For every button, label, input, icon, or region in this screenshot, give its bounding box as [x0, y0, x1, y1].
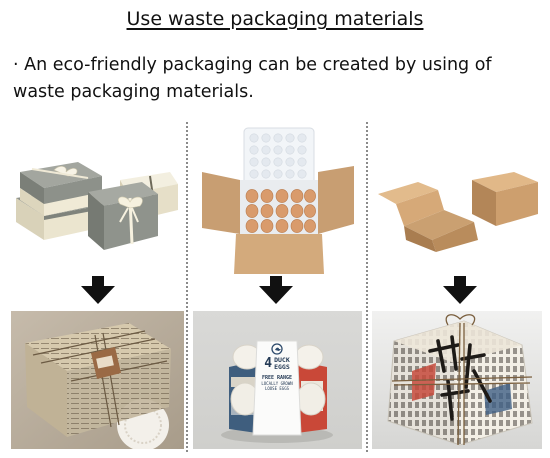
egg-label-line3: LOOSE EGGS: [264, 386, 290, 391]
egg-tray-image: [202, 127, 354, 274]
down-arrow-icon: [259, 276, 293, 304]
title-text: Use waste packaging materials: [126, 8, 424, 30]
wrapped-box: [25, 323, 171, 437]
egg-count: 4: [264, 356, 273, 371]
down-arrow-icon: [81, 276, 115, 304]
gift-box-stack: [16, 162, 108, 240]
egg-word-duck: DUCK: [274, 356, 290, 364]
egg-label-line2: LOCALLY GROWN: [261, 381, 293, 386]
column-divider-right: [366, 122, 368, 452]
wrapped-bundle: [387, 314, 533, 446]
newspaper-wrapped-box-image: [11, 311, 184, 449]
kraft-boxes-image: [378, 172, 538, 252]
egg-pack-image: [221, 340, 333, 443]
egg-label: [252, 340, 302, 436]
kraft-box-closed: [472, 172, 538, 226]
gift-boxes-image: [16, 162, 178, 250]
down-arrow-icon: [443, 276, 477, 304]
eggs: [245, 189, 316, 233]
egg-label-text: 4 DUCK EGGS FREE RANGE LOCALLY GROWN LOO…: [253, 356, 301, 392]
newspaper-bundle-image: [372, 311, 542, 449]
twine: [391, 314, 533, 446]
calligraphy: [428, 335, 492, 421]
kraft-box: [202, 166, 354, 274]
egg-word-eggs: EGGS: [274, 363, 290, 371]
column-divider-left: [186, 122, 188, 452]
gift-box-front: [88, 182, 158, 250]
kraft-clamshell-open: [378, 182, 478, 252]
duck-icon: [271, 343, 283, 355]
egg-label-line1: FREE RANGE: [261, 375, 293, 381]
foam-lid: [243, 127, 315, 191]
egg-pack-photo: 4 DUCK EGGS FREE RANGE LOCALLY GROWN LOO…: [193, 311, 362, 449]
description-text: · An eco-friendly packaging can be creat…: [13, 55, 492, 102]
page-title: Use waste packaging materials: [0, 6, 550, 32]
